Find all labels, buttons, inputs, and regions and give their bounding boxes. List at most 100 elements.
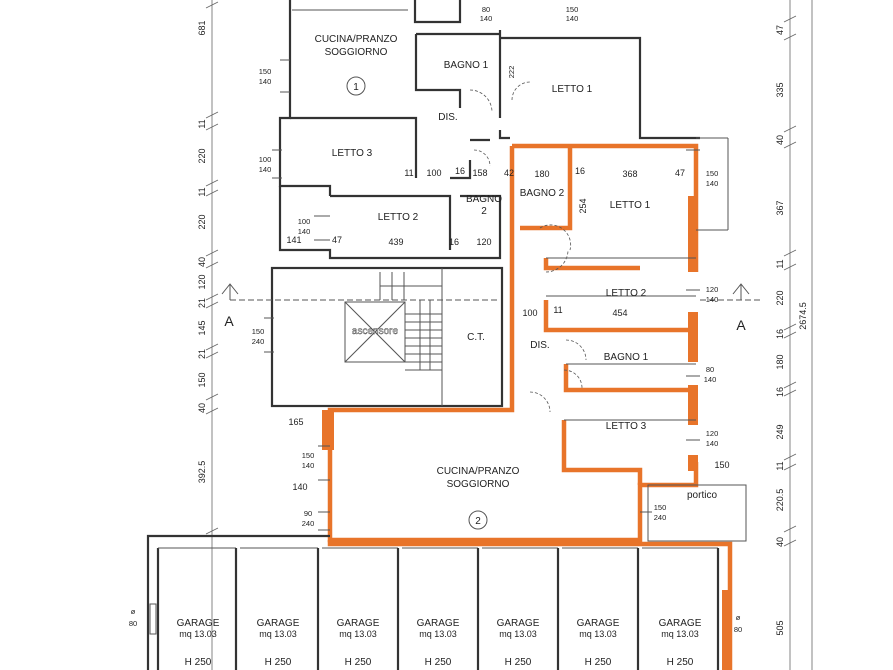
dim-label: 16 (775, 387, 785, 397)
dim-label: 392.5 (197, 461, 207, 484)
room-labels: CUCINA/PRANZO SOGGIORNO BAGNO 1 LETTO 1 … (315, 34, 718, 501)
garage-area: mq 13.03 (661, 629, 699, 639)
dim-label: 220.5 (775, 489, 785, 512)
room-letto2-right: LETTO 2 (606, 288, 647, 299)
unit-number-2: 2 (475, 516, 481, 527)
room-cucina-top-line2: SOGGIORNO (325, 47, 388, 58)
dim-label: 11 (775, 259, 785, 268)
dim-label: 16 (455, 166, 465, 176)
garage-4: GARAGE mq 13.03 H 250 (417, 618, 460, 668)
door-swings (469, 81, 587, 413)
dim-label: 16 (575, 166, 585, 176)
dim-label: 165 (288, 417, 303, 427)
garage-height: H 250 (265, 657, 292, 668)
dim-label: 42 (504, 168, 514, 178)
dim-label: 335 (775, 82, 785, 97)
dim-label: 140 (706, 179, 719, 188)
dim-label: 21 (197, 349, 207, 359)
dim-label: 150 (259, 67, 272, 76)
dim-label: 140 (292, 482, 307, 492)
dim-label: 254 (578, 198, 588, 213)
garage-7: GARAGE mq 13.03 H 250 (659, 618, 702, 668)
section-marker-right: A (736, 317, 746, 333)
dim-label: 140 (704, 375, 717, 384)
dim-label: 681 (197, 20, 207, 35)
garage-2: GARAGE mq 13.03 H 250 (257, 618, 300, 668)
dim-label: 150 (714, 460, 729, 470)
dim-label: 140 (259, 165, 272, 174)
room-bagno1-right: BAGNO 1 (604, 352, 649, 363)
room-portico: portico (687, 490, 717, 501)
room-cucina-bottom-line1: CUCINA/PRANZO (437, 466, 520, 477)
dim-label: 140 (298, 227, 311, 236)
room-ascensore: ascensore (352, 326, 399, 337)
room-ct: C.T. (467, 332, 485, 343)
dim-label: ø (131, 607, 136, 616)
garage-height: H 250 (585, 657, 612, 668)
total-dimension-label: 2674.5 (798, 302, 808, 330)
garage-height: H 250 (505, 657, 532, 668)
dim-label: 80 (706, 365, 714, 374)
garage-area: mq 13.03 (499, 629, 537, 639)
elevator-shaft (344, 301, 406, 363)
garage-1: GARAGE mq 13.03 H 250 (177, 618, 220, 668)
dim-label: 180 (775, 354, 785, 369)
dim-label: 140 (706, 439, 719, 448)
dim-label: 150 (654, 503, 667, 512)
dim-label: 11 (775, 461, 785, 470)
dim-label: 120 (706, 285, 719, 294)
unit-number-circle (346, 76, 366, 96)
garage-height: H 250 (185, 657, 212, 668)
dim-label: 140 (302, 461, 315, 470)
dim-label: 100 (259, 155, 272, 164)
dim-label: 40 (197, 257, 207, 267)
garage-name: GARAGE (417, 618, 460, 629)
unit-number-circle (468, 510, 488, 530)
garage-name: GARAGE (577, 618, 620, 629)
dim-label: 100 (522, 308, 537, 318)
garage-row (146, 534, 720, 670)
dim-label: 158 (472, 168, 487, 178)
left-dimension-labels: 681 11 220 11 220 40 120 21 145 21 150 4… (197, 20, 207, 483)
room-cucina-top-line1: CUCINA/PRANZO (315, 34, 398, 45)
dim-label: 367 (775, 200, 785, 215)
section-markers: A A (221, 283, 760, 333)
garage-name: GARAGE (659, 618, 702, 629)
dim-label: 120 (706, 429, 719, 438)
room-bagno2-mid-line1: BAGNO (466, 194, 502, 205)
dim-label: 240 (252, 337, 265, 346)
dim-label: 120 (476, 237, 491, 247)
dim-label: 47 (775, 25, 785, 35)
dim-label: 220 (197, 148, 207, 163)
upper-unit-walls (278, 0, 700, 260)
dim-label: 120 (197, 274, 207, 289)
dim-label: 368 (622, 169, 637, 179)
garage-6: GARAGE mq 13.03 H 250 (577, 618, 620, 668)
window-marks (264, 59, 700, 531)
left-dimension-chain (205, 0, 219, 670)
room-bagno1-top: BAGNO 1 (444, 60, 489, 71)
dim-label: 140 (480, 14, 493, 23)
garage-3: GARAGE mq 13.03 H 250 (337, 618, 380, 668)
unit-2-partitions (546, 137, 747, 542)
unit-2-outline (322, 143, 733, 670)
dim-label: 16 (449, 237, 459, 247)
dim-label: 150 (706, 169, 719, 178)
dim-label: 249 (775, 424, 785, 439)
dim-label: 40 (775, 537, 785, 547)
room-letto1-top: LETTO 1 (552, 84, 593, 95)
dim-label: 180 (534, 169, 549, 179)
garage-area: mq 13.03 (419, 629, 457, 639)
right-dimension-labels: 47 335 40 367 11 220 16 180 16 249 11 22… (775, 25, 808, 636)
dim-label: 11 (197, 119, 207, 128)
dim-label: 505 (775, 620, 785, 635)
garage-height: H 250 (345, 657, 372, 668)
room-dis-right: DIS. (530, 340, 549, 351)
garage-area: mq 13.03 (179, 629, 217, 639)
dim-label: 220 (197, 214, 207, 229)
right-dimension-chain (783, 0, 813, 670)
dim-label: 21 (197, 298, 207, 308)
dim-label: 240 (302, 519, 315, 528)
room-cucina-bottom-line2: SOGGIORNO (447, 479, 510, 490)
